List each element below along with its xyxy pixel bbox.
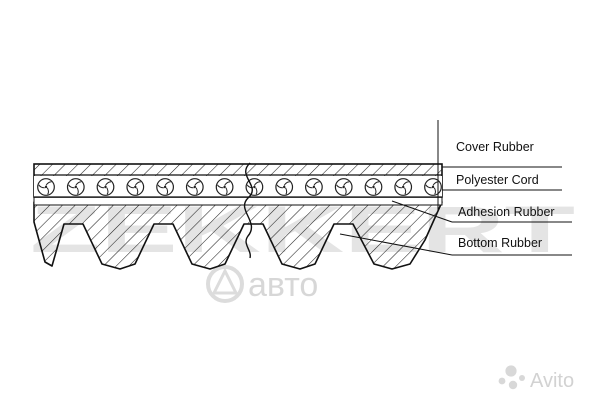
polyester-cord-circle	[126, 178, 145, 196]
section-break-line	[243, 162, 253, 259]
polyester-cord-circle	[305, 178, 323, 196]
polyester-cord-circle	[424, 178, 442, 196]
polyester-cord-circle	[37, 178, 55, 196]
bottom-rubber-layer	[33, 201, 443, 270]
polyester-cord-circle	[66, 178, 85, 196]
avito-watermark-text: Avito	[530, 370, 574, 392]
polyester-cord-circle	[334, 178, 353, 196]
polyester-cord-circle	[96, 178, 115, 196]
leader-bottom-rubber	[339, 233, 453, 256]
polyester-cord-circle	[394, 178, 413, 196]
label-bottom-rubber: Bottom Rubber	[458, 236, 542, 250]
polyester-cord-circle	[364, 178, 383, 196]
label-cover-rubber: Cover Rubber	[456, 140, 534, 154]
polyester-cord-circle	[185, 178, 204, 196]
shop-watermark-text: авто	[248, 266, 318, 304]
polyester-cord-circle	[215, 178, 234, 196]
avito-watermark: Avito	[498, 365, 574, 392]
shop-logo-watermark: авто	[206, 265, 318, 304]
polyester-cord-circle	[275, 178, 294, 196]
label-adhesion-rubber: Adhesion Rubber	[458, 205, 555, 219]
leader-adhesion-rubber	[391, 200, 453, 223]
label-polyester-cord: Polyester Cord	[456, 173, 539, 187]
avito-logo-icon	[498, 365, 525, 390]
polyester-cord-circle	[156, 178, 175, 196]
leader-lines	[339, 120, 572, 256]
adhesion-rubber-layer	[33, 196, 443, 206]
